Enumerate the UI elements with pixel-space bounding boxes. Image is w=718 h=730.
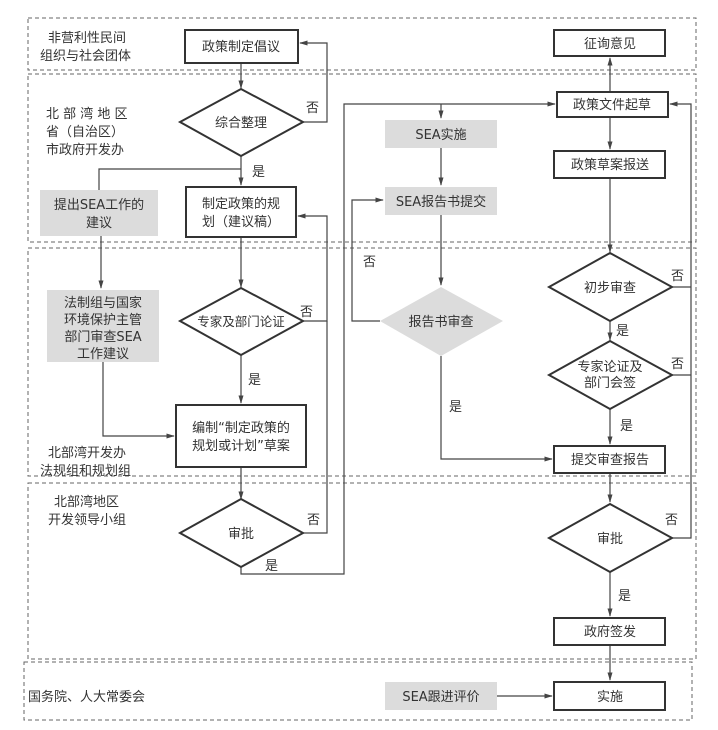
- edge-right-no-return: [669, 101, 692, 539]
- lane-label-ngo: 非营利性民间组织与社会团体: [40, 31, 131, 64]
- edge-consolidate-no: [299, 40, 328, 123]
- node-implement: 实施: [553, 681, 666, 711]
- node-propose-sea: 提出SEA工作的建议: [40, 190, 158, 236]
- label-approve-right-yes: 是: [618, 589, 631, 604]
- node-approve-right: 审批: [546, 502, 675, 574]
- node-expert-countersign: 专家论证及部门会签: [546, 339, 675, 411]
- lane-leadership-group: [27, 482, 697, 660]
- label-approve-left-no: 否: [307, 513, 320, 528]
- node-sea-implement: SEA实施: [385, 120, 497, 148]
- svg-text:政策制定倡议: 政策制定倡议: [202, 39, 280, 55]
- node-draft-document: 政策文件起草: [556, 91, 669, 118]
- label-countersign-yes: 是: [620, 419, 633, 434]
- node-consult: 征询意见: [553, 29, 666, 57]
- edge-report-review-yes: [440, 356, 553, 462]
- edge-approve-left-no: [303, 321, 328, 534]
- label-prelim-no: 否: [671, 269, 684, 284]
- lane-label-regional-office: 北 部 湾 地 区省（自治区）市政府开发办: [46, 106, 128, 158]
- svg-text:SEA跟进评价: SEA跟进评价: [402, 690, 479, 705]
- node-policy-plan: 制定政策的规划（建议稿）: [185, 186, 297, 238]
- node-sea-followup: SEA跟进评价: [385, 682, 497, 710]
- svg-text:提出SEA工作的建议: 提出SEA工作的建议: [54, 197, 144, 231]
- lane-regional-office: [27, 73, 697, 243]
- label-expert-no: 否: [300, 305, 313, 320]
- label-report-review-yes: 是: [449, 400, 462, 415]
- svg-text:专家及部门论证: 专家及部门论证: [197, 314, 285, 329]
- svg-text:政策草案报送: 政策草案报送: [571, 157, 649, 173]
- svg-text:提交审查报告: 提交审查报告: [571, 452, 649, 468]
- svg-text:审批: 审批: [228, 527, 254, 542]
- node-compile-draft: 编制“制定政策的规划或计划”草案: [175, 404, 307, 468]
- label-approve-left-yes: 是: [265, 559, 278, 574]
- node-report-review: 报告书审查: [380, 287, 503, 356]
- svg-text:报告书审查: 报告书审查: [408, 315, 473, 330]
- edge-approve-left-yes: [240, 101, 556, 575]
- swimlanes: [23, 17, 697, 721]
- svg-text:征询意见: 征询意见: [584, 36, 636, 52]
- lane-label-state-council: 国务院、人大常委会: [28, 689, 145, 705]
- svg-text:SEA实施: SEA实施: [415, 128, 466, 143]
- lane-state-council: [23, 661, 693, 721]
- connectors: [98, 40, 692, 699]
- node-submit-review-report: 提交审查报告: [553, 445, 666, 474]
- label-countersign-no: 否: [671, 357, 684, 372]
- svg-text:实施: 实施: [597, 690, 623, 705]
- nodes: 政策制定倡议 综合整理 提出SEA工作的建议 制定政策的规划（建议稿） 法制组与…: [40, 29, 675, 711]
- node-policy-initiative: 政策制定倡议: [184, 29, 299, 64]
- edge-branch-propose-sea: [98, 168, 241, 190]
- label-report-review-no: 否: [363, 255, 376, 270]
- lane-labels: 非营利性民间组织与社会团体 北 部 湾 地 区省（自治区）市政府开发办 北部湾开…: [28, 31, 145, 705]
- edge-labels: 否 是 否 是 否 是 否 是 否 是 否 是 否 是: [248, 101, 684, 604]
- node-consolidate: 综合整理: [177, 87, 306, 158]
- label-expert-yes: 是: [248, 373, 261, 388]
- node-sea-report-submit: SEA报告书提交: [385, 187, 497, 215]
- svg-text:初步审查: 初步审查: [584, 281, 636, 296]
- svg-text:综合整理: 综合整理: [215, 116, 267, 131]
- svg-text:专家论证及部门会签: 专家论证及部门会签: [577, 359, 642, 391]
- svg-text:审批: 审批: [597, 532, 623, 547]
- lane-ngo: [27, 17, 697, 71]
- node-preliminary-review: 初步审查: [546, 251, 675, 323]
- lane-label-leadership-group: 北部湾地区开发领导小组: [48, 494, 126, 528]
- node-expert-review: 专家及部门论证: [177, 286, 306, 357]
- edge-report-review-no: [351, 197, 384, 322]
- node-approve-left: 审批: [177, 497, 306, 569]
- label-consolidate-no: 否: [306, 101, 319, 116]
- label-approve-right-no: 否: [665, 513, 678, 528]
- label-consolidate-yes: 是: [252, 165, 265, 180]
- svg-text:制定政策的规划（建议稿）: 制定政策的规划（建议稿）: [202, 196, 280, 230]
- svg-text:政策文件起草: 政策文件起草: [573, 97, 651, 113]
- node-submit-draft: 政策草案报送: [553, 150, 666, 179]
- edge-expert-no: [297, 213, 328, 322]
- label-prelim-yes: 是: [616, 324, 629, 339]
- svg-text:SEA报告书提交: SEA报告书提交: [396, 194, 486, 210]
- edge-legal-compile: [102, 362, 175, 439]
- svg-text:政府签发: 政府签发: [584, 624, 636, 640]
- node-gov-issue: 政府签发: [553, 617, 666, 646]
- lane-label-legal-planning: 北部湾开发办法规组和规划组: [40, 445, 131, 479]
- svg-text:编制“制定政策的规划或计划”草案: 编制“制定政策的规划或计划”草案: [192, 420, 290, 454]
